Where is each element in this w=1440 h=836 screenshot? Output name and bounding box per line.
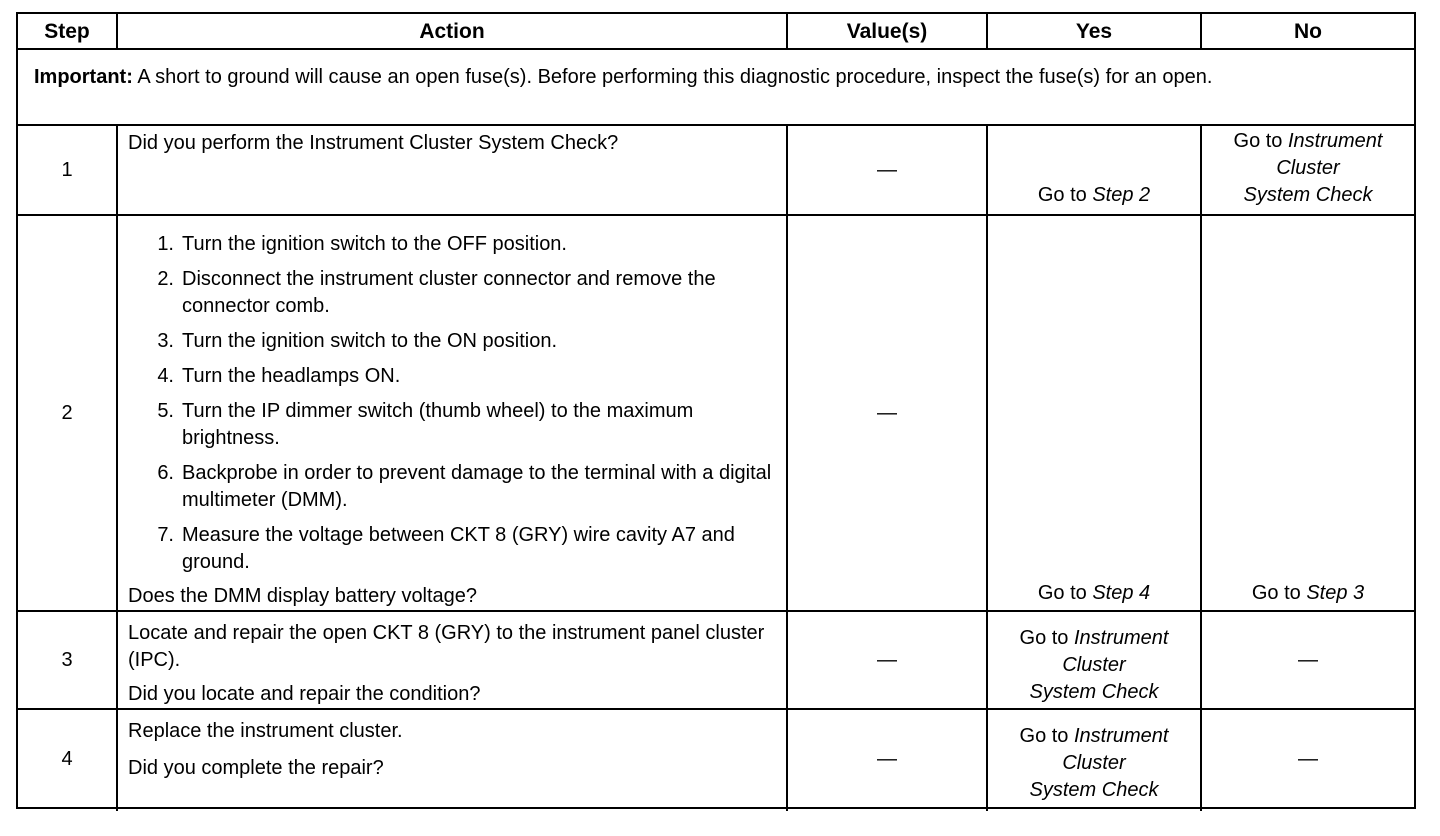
important-text: A short to ground will cause an open fus… xyxy=(132,66,1213,88)
yes-link[interactable]: Cluster xyxy=(1062,752,1126,774)
yes-link[interactable]: System Check xyxy=(1029,779,1159,801)
no-prefix: Go to xyxy=(1251,582,1307,604)
row-divider xyxy=(18,48,1414,50)
col-divider xyxy=(1200,124,1202,811)
header-no: No xyxy=(1294,19,1322,43)
yes-link[interactable]: Cluster xyxy=(1062,654,1126,676)
action-text: Locate and repair the open CKT 8 (GRY) t… xyxy=(128,622,765,671)
question-text: Did you locate and repair the condition? xyxy=(128,683,481,705)
step-number: 1 xyxy=(61,158,73,181)
no-link[interactable]: Cluster xyxy=(1276,157,1340,179)
no-cell: — xyxy=(1298,648,1318,671)
value-cell: — xyxy=(877,648,897,671)
no-cell: — xyxy=(1298,748,1318,770)
col-divider xyxy=(786,14,788,50)
procedure-list: 1.Turn the ignition switch to the OFF po… xyxy=(128,231,778,576)
header-action: Action xyxy=(419,19,485,43)
yes-prefix: Go to xyxy=(1037,184,1093,206)
yes-prefix: Go to xyxy=(1019,725,1074,747)
step-number: 2 xyxy=(61,401,73,424)
row-divider xyxy=(18,610,1414,612)
col-divider xyxy=(1200,14,1202,50)
col-divider xyxy=(116,14,118,50)
yes-cell: Go to Instrument Cluster System Check xyxy=(988,723,1200,804)
yes-link[interactable]: Step 2 xyxy=(1092,184,1151,206)
col-divider xyxy=(786,124,788,811)
action-text: Did you perform the Instrument Cluster S… xyxy=(128,132,619,154)
header-values: Value(s) xyxy=(846,19,928,43)
important-label: Important: xyxy=(34,66,133,88)
yes-link[interactable]: Instrument xyxy=(1074,627,1169,649)
list-item: 1.Turn the ignition switch to the OFF po… xyxy=(157,233,567,255)
col-divider xyxy=(986,124,988,811)
list-item: 7.Measure the voltage between CKT 8 (GRY… xyxy=(157,524,735,573)
list-item: 5.Turn the IP dimmer switch (thumb wheel… xyxy=(157,400,694,449)
question-text: Does the DMM display battery voltage? xyxy=(128,585,478,607)
col-divider xyxy=(116,124,118,811)
yes-prefix: Go to xyxy=(1037,582,1093,604)
no-link[interactable]: System Check xyxy=(1243,184,1373,206)
list-item: 2.Disconnect the instrument cluster conn… xyxy=(157,268,716,317)
step-number: 3 xyxy=(61,648,73,671)
no-link[interactable]: Step 3 xyxy=(1306,582,1365,604)
no-prefix: Go to xyxy=(1233,130,1288,152)
value-cell: — xyxy=(877,748,897,770)
yes-link[interactable]: System Check xyxy=(1029,681,1159,703)
yes-link[interactable]: Step 4 xyxy=(1092,582,1151,604)
yes-cell: Go to Step 4 xyxy=(988,580,1200,607)
list-item: 4.Turn the headlamps ON. xyxy=(157,365,401,387)
no-link[interactable]: Instrument xyxy=(1288,130,1383,152)
no-cell: Go to Step 3 xyxy=(1202,580,1414,607)
diagnostic-table: Step Action Value(s) Yes No Important: A… xyxy=(16,12,1416,811)
row-divider xyxy=(18,124,1414,126)
list-item: 6.Backprobe in order to prevent damage t… xyxy=(157,462,772,511)
action-text: Replace the instrument cluster. xyxy=(128,720,403,742)
step-number: 4 xyxy=(61,748,73,770)
no-cell: Go to Instrument Cluster System Check xyxy=(1202,128,1414,209)
yes-prefix: Go to xyxy=(1019,627,1074,649)
col-divider xyxy=(986,14,988,50)
yes-cell: Go to Instrument Cluster System Check xyxy=(988,625,1200,706)
value-cell: — xyxy=(877,401,897,424)
yes-cell: Go to Step 2 xyxy=(988,182,1200,209)
important-note: Important: A short to ground will cause … xyxy=(34,64,1400,91)
header-step: Step xyxy=(44,19,90,43)
list-item: 3.Turn the ignition switch to the ON pos… xyxy=(157,330,557,352)
yes-link[interactable]: Instrument xyxy=(1074,725,1169,747)
question-text: Did you complete the repair? xyxy=(128,757,384,779)
row-divider xyxy=(18,708,1414,710)
action-cell: 1.Turn the ignition switch to the OFF po… xyxy=(128,231,778,584)
value-cell: — xyxy=(877,158,897,181)
row-divider xyxy=(18,214,1414,216)
header-yes: Yes xyxy=(1075,19,1113,43)
